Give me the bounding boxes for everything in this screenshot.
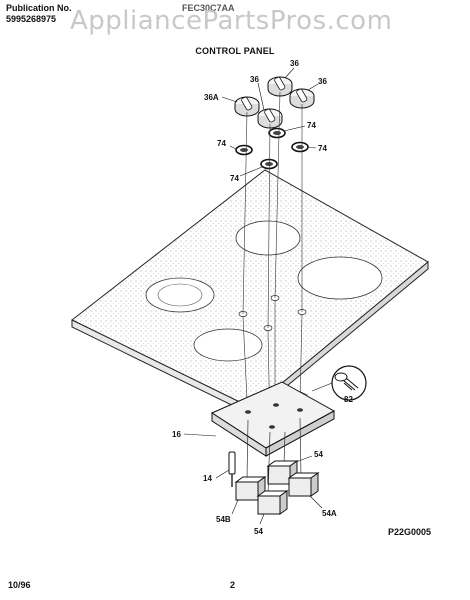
callout-36-center: 36	[250, 75, 259, 84]
callout-54a: 54A	[322, 509, 337, 518]
switch-54a	[287, 417, 323, 509]
footer-page-number: 2	[230, 580, 236, 590]
burner-left	[145, 277, 215, 313]
harness-connector-14	[215, 451, 236, 487]
burner-front	[193, 328, 263, 362]
callout-82: 82	[344, 395, 353, 404]
callout-36a: 36A	[204, 93, 219, 102]
bezel-74-lower	[260, 158, 278, 170]
bezel-74-upper	[268, 127, 286, 139]
footer-date: 10/96	[8, 580, 31, 590]
cooktop-glass	[71, 169, 429, 417]
callout-54-upper: 54	[314, 450, 323, 459]
callout-36-top: 36	[290, 59, 299, 68]
model-number: FEC30C7AA	[182, 3, 235, 13]
callout-16: 16	[172, 430, 181, 439]
publication-label: Publication No.	[6, 3, 72, 13]
callout-36-right: 36	[318, 77, 327, 86]
publication-block: Publication No. 5995268975	[6, 3, 72, 25]
burner-right	[297, 256, 383, 300]
callout-74-left: 74	[217, 139, 226, 148]
callout-54b: 54B	[216, 515, 231, 524]
callout-74-upper: 74	[307, 121, 316, 130]
section-title: CONTROL PANEL	[195, 46, 275, 56]
bezel-74-right	[291, 141, 309, 153]
knob-36-center	[257, 108, 283, 129]
diagram-code: P22G0005	[388, 527, 432, 537]
bezel-74-left	[235, 144, 253, 156]
callout-74-lower: 74	[230, 174, 239, 183]
knob-36-right	[289, 88, 315, 109]
switch-54-lower	[256, 431, 289, 525]
site-watermark: AppliancePartsPros.com	[70, 6, 393, 36]
callout-54-lower: 54	[254, 527, 263, 536]
callout-14: 14	[203, 474, 212, 483]
callout-74-right: 74	[318, 144, 327, 153]
screw-82	[293, 365, 367, 410]
burner-rear	[235, 220, 301, 256]
publication-number: 5995268975	[6, 14, 57, 24]
